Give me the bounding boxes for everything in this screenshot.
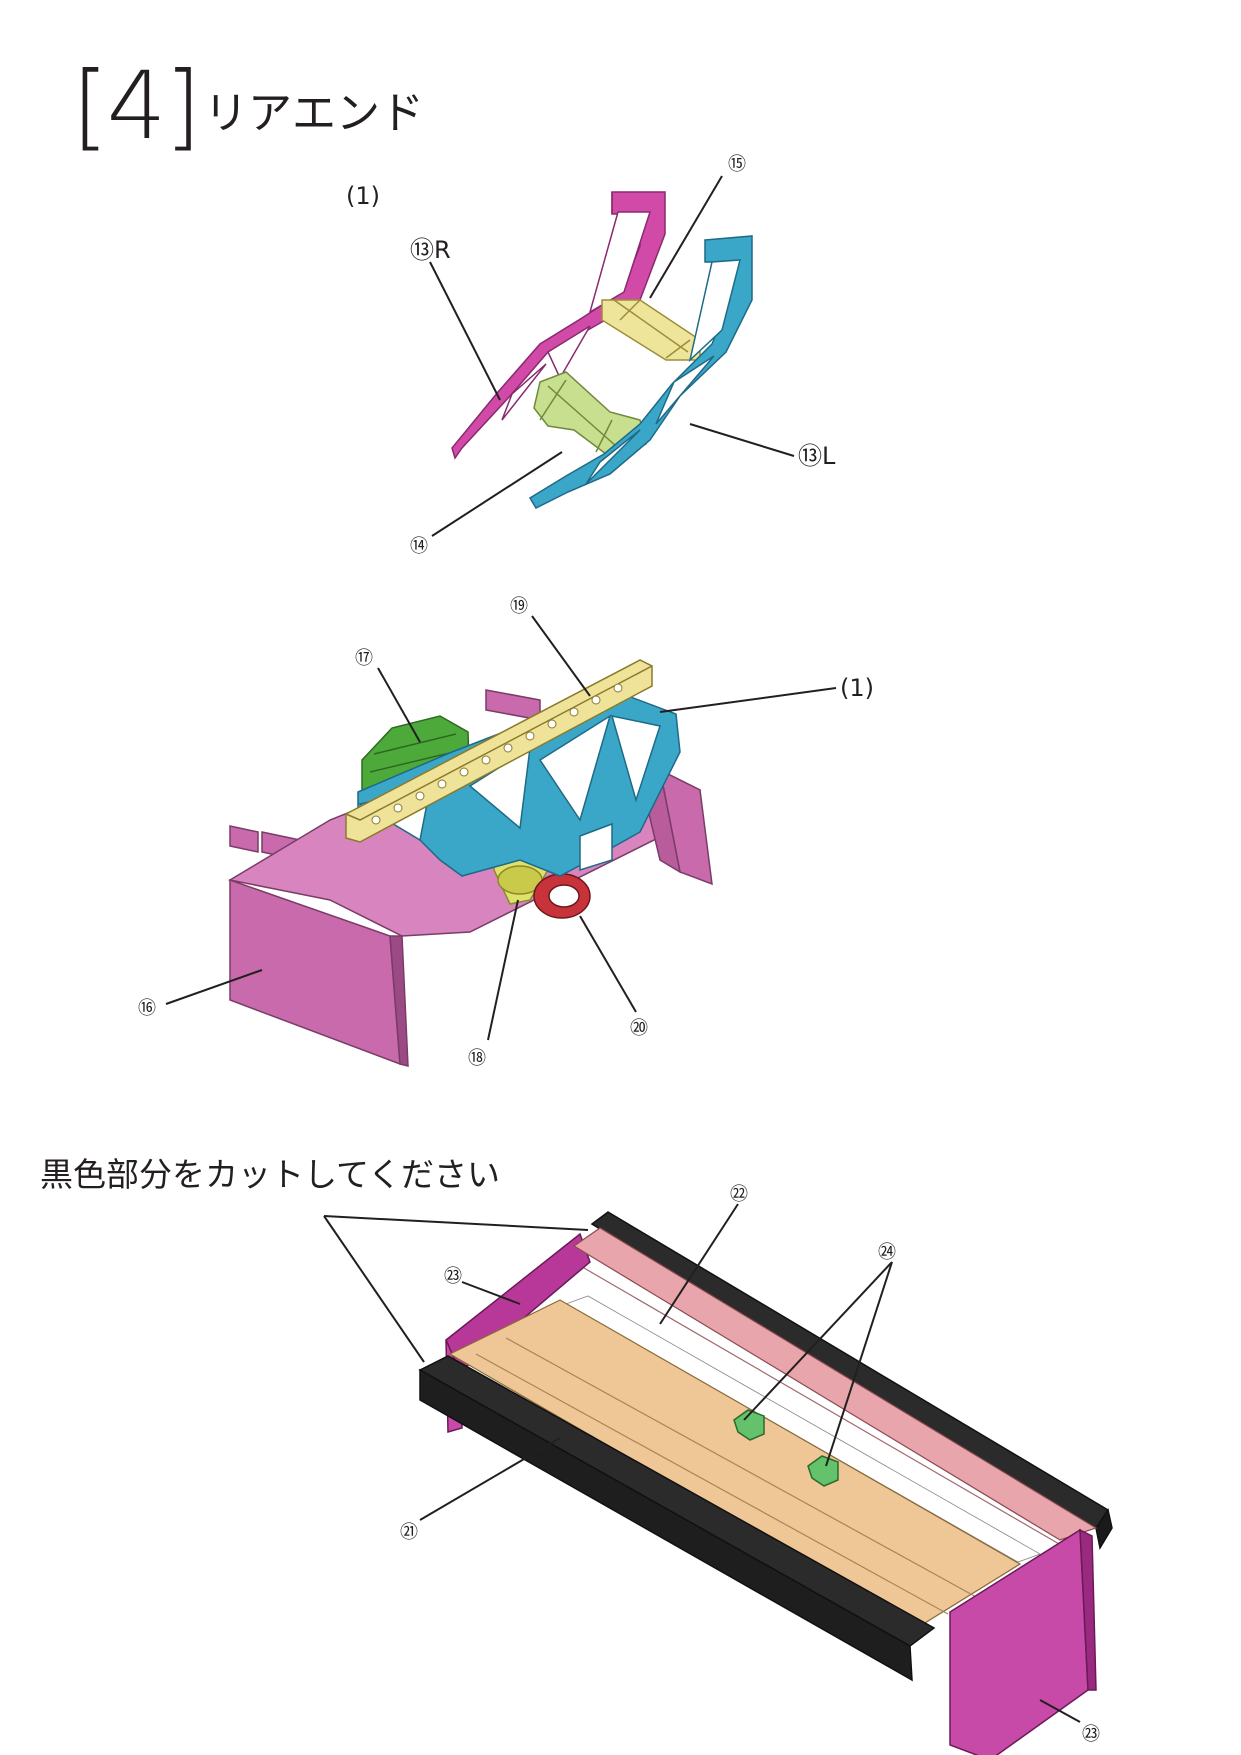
label-22: ㉒ (730, 1184, 748, 1205)
subassembly-1: (1) (346, 154, 836, 557)
part-22-upper-flap (572, 1227, 1098, 1549)
part-20-ring (533, 873, 591, 919)
label-14: ⑭ (410, 536, 428, 557)
label-21: ㉑ (400, 1522, 418, 1543)
subassembly-1-label: (1) (346, 182, 380, 210)
step-number: [4] (72, 52, 201, 161)
label-18: ⑱ (468, 1048, 486, 1069)
label-17: ⑰ (355, 648, 373, 669)
part-24-mounts (733, 1409, 839, 1487)
label-13L: ⑬L (798, 442, 836, 470)
part-19-beam-holes (371, 683, 623, 825)
rear-wing: ㉒ ㉓ ㉔ ㉑ ㉓ (323, 1184, 1113, 1755)
label-ref-1: (1) (840, 674, 874, 702)
subassembly-2: ⑲ ⑰ (1) ⑯ ⑱ ⑳ (138, 596, 874, 1069)
cut-black-note: 黒色部分をカットしてください (40, 1155, 501, 1194)
subassembly-1-leaders (429, 175, 795, 537)
label-13R: ⑬R (410, 236, 451, 264)
label-19: ⑲ (510, 596, 528, 617)
rear-wing-leaders (323, 1203, 1081, 1723)
part-15-crossmember (601, 299, 701, 361)
label-15: ⑮ (728, 154, 746, 175)
subassembly-2-leaders (165, 615, 837, 1041)
label-23-bottom: ㉓ (1082, 1724, 1100, 1745)
label-23-top: ㉓ (444, 1266, 462, 1287)
label-24: ㉔ (878, 1242, 896, 1263)
part-13L-frame (528, 235, 753, 509)
label-16: ⑯ (138, 998, 156, 1019)
step-title: リアエンド (204, 88, 424, 139)
label-20: ⑳ (630, 1018, 648, 1039)
part-13R-frame (451, 191, 666, 460)
part-23-right-endplate (949, 1528, 1097, 1755)
